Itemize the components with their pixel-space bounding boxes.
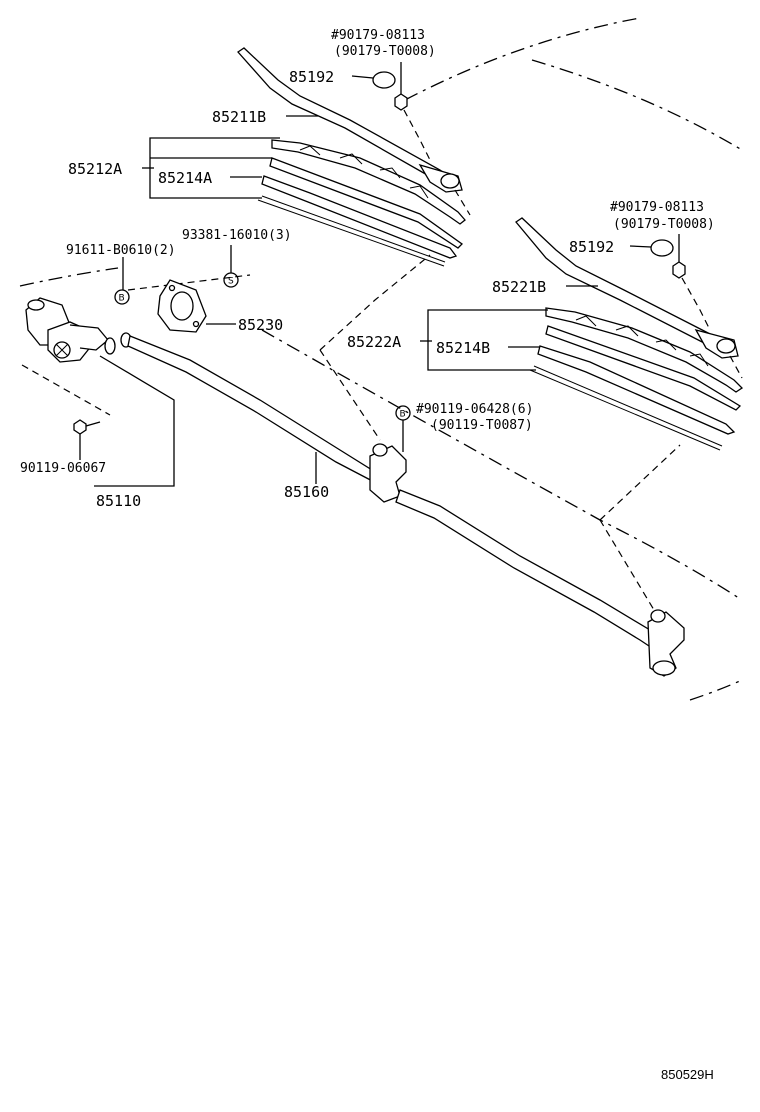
nut-right-label: #90179-08113 [610,200,704,215]
nut-right-alt-label: (90179-T0008) [613,217,715,232]
right-wiper-arm [515,217,739,359]
left-wiper-rubber [257,175,458,267]
right-wiper-blade [545,307,744,411]
bolt-symbol-left-text: B [119,294,125,304]
right-cap [650,239,674,257]
arm-left-label: 85211B [212,108,266,126]
washer-label: 93381-16010(3) [182,228,292,243]
gasket-label: 85230 [238,316,283,334]
rubber-right-label: 85214B [436,339,490,357]
motor-screw [73,419,101,435]
right-wiper-rubber [529,345,736,451]
reference-code: 850529H [661,1067,714,1082]
cap-left-label: 85192 [289,68,334,86]
left-nut [394,93,408,111]
rubber-left-label: 85214A [158,169,212,187]
leader-lines [79,62,680,487]
motor-label: 85110 [96,492,141,510]
windshield-outline [19,17,743,701]
gasket [157,279,207,333]
wiper-motor [25,297,116,363]
nut-left-alt-label: (90179-T0008) [334,44,436,59]
bolt-symbol-pivot: B [395,405,411,421]
left-wiper-arm [237,47,463,193]
washer-symbol-text: S [228,277,234,287]
bolt-symbol-left: B [114,289,130,305]
wiper-link [120,332,685,677]
washer-symbol: S [223,272,239,288]
left-cap [372,71,396,89]
nut-left-label: #90179-08113 [331,28,425,43]
arm-right-label: 85221B [492,278,546,296]
blade-left-label: 85212A [68,160,122,178]
bolt-motor-label: 91611-B0610(2) [66,243,176,258]
pivot-bolt-label: #90119-06428(6) [416,402,533,417]
bolt-symbol-pivot-text: B [400,410,406,420]
pivot-bolt-alt-label: (90119-T0087) [431,418,533,433]
link-label: 85160 [284,483,329,501]
right-nut [672,261,686,279]
blade-right-label: 85222A [347,333,401,351]
left-wiper-blade [269,139,466,249]
cap-right-label: 85192 [569,238,614,256]
screw-label: 90119-06067 [20,461,106,476]
